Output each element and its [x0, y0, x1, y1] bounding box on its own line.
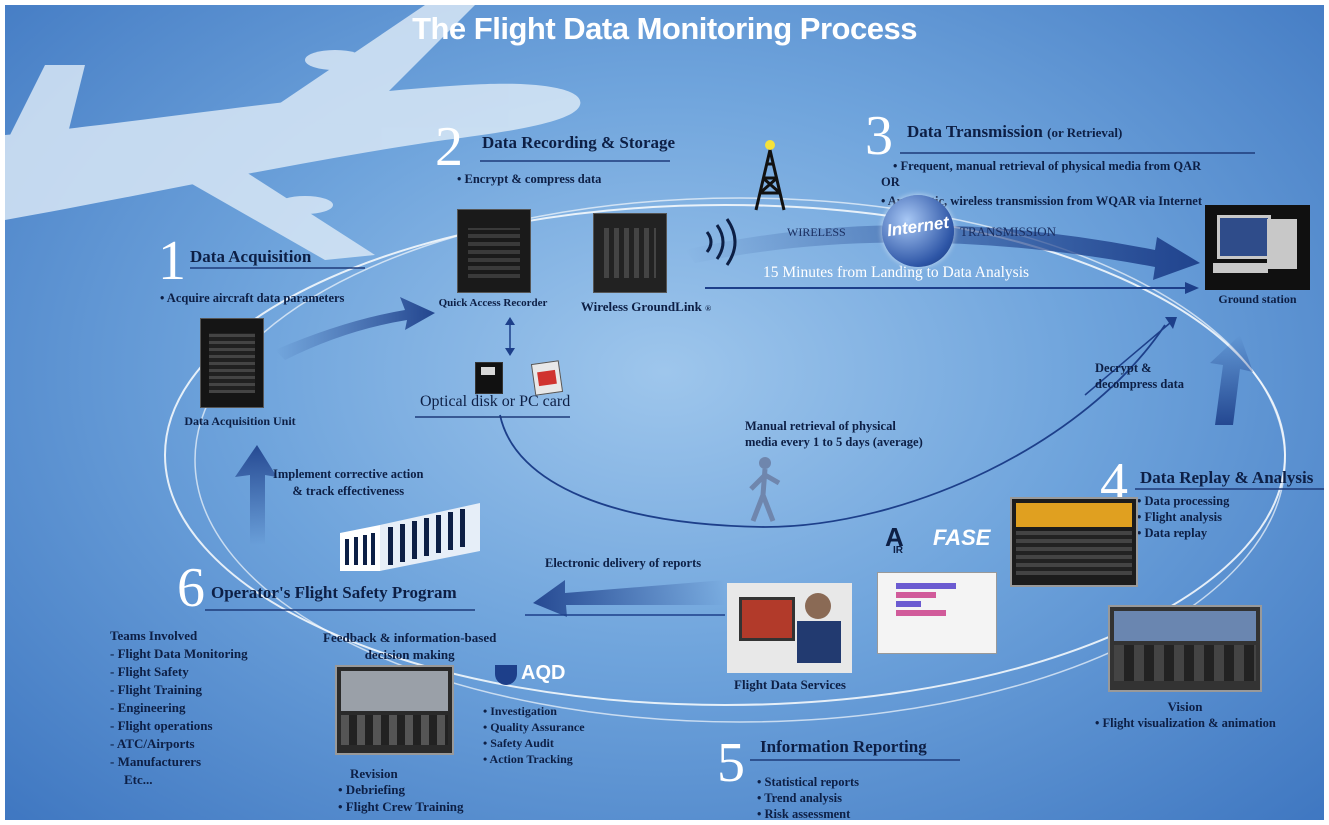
team-item: - Flight Data Monitoring — [110, 646, 248, 661]
quick-access-recorder-image — [457, 209, 531, 293]
step4-bullet: • Data replay — [1137, 526, 1208, 540]
step3-line2: • Automatic, wireless transmission from … — [881, 194, 1203, 208]
corrective-line2: & track effectiveness — [292, 484, 405, 498]
corrective-line1: Implement corrective action — [273, 467, 424, 481]
electronic-delivery-label: Electronic delivery of reports — [545, 556, 702, 570]
aqd-bullet: • Safety Audit — [483, 736, 554, 750]
step4-bullet: • Data processing — [1137, 494, 1230, 508]
teams-list: - Flight Data Monitoring - Flight Safety… — [110, 645, 248, 789]
team-item: - Engineering — [110, 700, 186, 715]
step2-number: 2 — [435, 116, 463, 178]
ground-station-image — [1205, 205, 1310, 290]
revision-caption: Revision — [350, 766, 398, 781]
step4-bullet: • Flight analysis — [1137, 510, 1222, 524]
airplane-illustration — [5, 5, 581, 260]
step5-bullet: • Statistical reports — [757, 775, 860, 789]
data-acquisition-unit-image — [200, 318, 264, 408]
walking-person-icon — [749, 457, 781, 522]
data-replay-screenshot — [1010, 497, 1138, 587]
team-item: Etc... — [124, 772, 153, 787]
decrypt-line1: Decrypt & — [1095, 361, 1152, 375]
building-icon — [340, 503, 480, 571]
step1-number: 1 — [158, 230, 186, 292]
step3-heading: Data Transmission (or Retrieval) — [907, 122, 1122, 142]
registered-mark: ® — [705, 304, 712, 313]
optical-disk-icon — [475, 362, 503, 394]
decrypt-note: Decrypt & decompress data — [1095, 360, 1205, 392]
step5-bullet: • Risk assessment — [757, 807, 851, 820]
wireless-signal-icon — [705, 218, 737, 266]
dau-caption: Data Acquisition Unit — [184, 414, 296, 428]
step4-bullet-list: • Data processing • Flight analysis • Da… — [1137, 493, 1229, 541]
aqd-logo: AQD — [521, 662, 566, 684]
antenna-tower-icon — [754, 140, 786, 211]
revision-bullet-list: • Debriefing • Flight Crew Training — [338, 781, 464, 815]
transmission-word: TRANSMISSION — [960, 224, 1057, 239]
aqd-bullet: • Investigation — [483, 704, 557, 718]
vision-screenshot — [1108, 605, 1262, 692]
vision-bullet: • Flight visualization & animation — [1095, 716, 1276, 730]
wireless-groundlink-caption: Wireless GroundLink ® — [571, 299, 721, 315]
manual-line1: Manual retrieval of physical — [745, 419, 896, 433]
flight-data-services-caption: Flight Data Services — [734, 677, 846, 692]
timeline-label: 15 Minutes from Landing to Data Analysis — [763, 264, 1030, 281]
team-item: - Flight Safety — [110, 664, 189, 679]
step1-heading: Data Acquisition — [190, 247, 312, 266]
step3-line1: • Frequent, manual retrieval of physical… — [893, 159, 1202, 173]
ground-station-caption: Ground station — [1218, 292, 1297, 306]
step3-or: OR — [881, 175, 900, 189]
air-logo: A — [885, 522, 904, 552]
step5-bullet-list: • Statistical reports • Trend analysis •… — [757, 774, 859, 820]
wireless-word: WIRELESS — [787, 225, 846, 239]
vision-caption: Vision — [1167, 699, 1203, 714]
page-title: The Flight Data Monitoring Process — [412, 11, 917, 46]
pc-card-icon — [530, 360, 564, 396]
step6-heading: Operator's Flight Safety Program — [211, 583, 457, 602]
step4-heading: Data Replay & Analysis — [1140, 468, 1314, 487]
step5-heading: Information Reporting — [760, 737, 927, 756]
aqd-bullet-list: • Investigation • Quality Assurance • Sa… — [483, 703, 585, 767]
step1-bullet: • Acquire aircraft data parameters — [160, 291, 345, 305]
ir-logo: IR — [893, 545, 903, 556]
step2-bullet: • Encrypt & compress data — [457, 172, 602, 186]
decrypt-line2: decompress data — [1095, 377, 1185, 391]
qar-caption: Quick Access Recorder — [438, 297, 548, 309]
corrective-action-note: Implement corrective action & track effe… — [273, 466, 423, 500]
step5-number: 5 — [717, 732, 745, 794]
flight-data-services-image — [727, 583, 852, 673]
step6-number: 6 — [177, 557, 205, 619]
revision-bullet: • Debriefing — [338, 782, 406, 797]
manual-line2: media every 1 to 5 days (average) — [745, 435, 923, 449]
aqd-bullet: • Action Tracking — [483, 752, 573, 766]
wireless-groundlink-image — [593, 213, 667, 293]
optical-disk-caption: Optical disk or PC card — [420, 393, 571, 410]
team-item: - Manufacturers — [110, 754, 202, 769]
fase-logo: FASE — [933, 525, 991, 550]
background-graphics — [5, 5, 1324, 761]
manual-retrieval-note: Manual retrieval of physical media every… — [745, 418, 923, 450]
wireless-groundlink-label: Wireless GroundLink — [580, 299, 702, 314]
step3-number: 3 — [865, 105, 893, 167]
step3-heading-text: Data Transmission — [907, 122, 1043, 141]
teams-section: Teams Involved - Flight Data Monitoring … — [110, 627, 248, 789]
team-item: - ATC/Airports — [110, 736, 195, 751]
internet-globe-icon — [882, 195, 954, 267]
feedback-note: Feedback & information-based decision ma… — [323, 629, 496, 663]
team-item: - Flight Training — [110, 682, 202, 697]
aqd-bullet: • Quality Assurance — [483, 720, 585, 734]
revision-bullet: • Flight Crew Training — [338, 799, 464, 814]
revision-screenshot — [335, 665, 454, 755]
step3-heading-suffix: (or Retrieval) — [1047, 125, 1123, 140]
step5-bullet: • Trend analysis — [757, 791, 842, 805]
aqd-shield-icon — [495, 665, 517, 685]
team-item: - Flight operations — [110, 718, 213, 733]
diagram-canvas: The Flight Data Monitoring Process 1 Dat… — [5, 5, 1324, 820]
report-chart-screenshot — [877, 572, 997, 654]
feedback-line1: Feedback & information-based — [323, 630, 497, 645]
feedback-line2: decision making — [364, 647, 455, 662]
teams-title: Teams Involved — [110, 628, 198, 643]
step2-heading: Data Recording & Storage — [482, 133, 676, 152]
